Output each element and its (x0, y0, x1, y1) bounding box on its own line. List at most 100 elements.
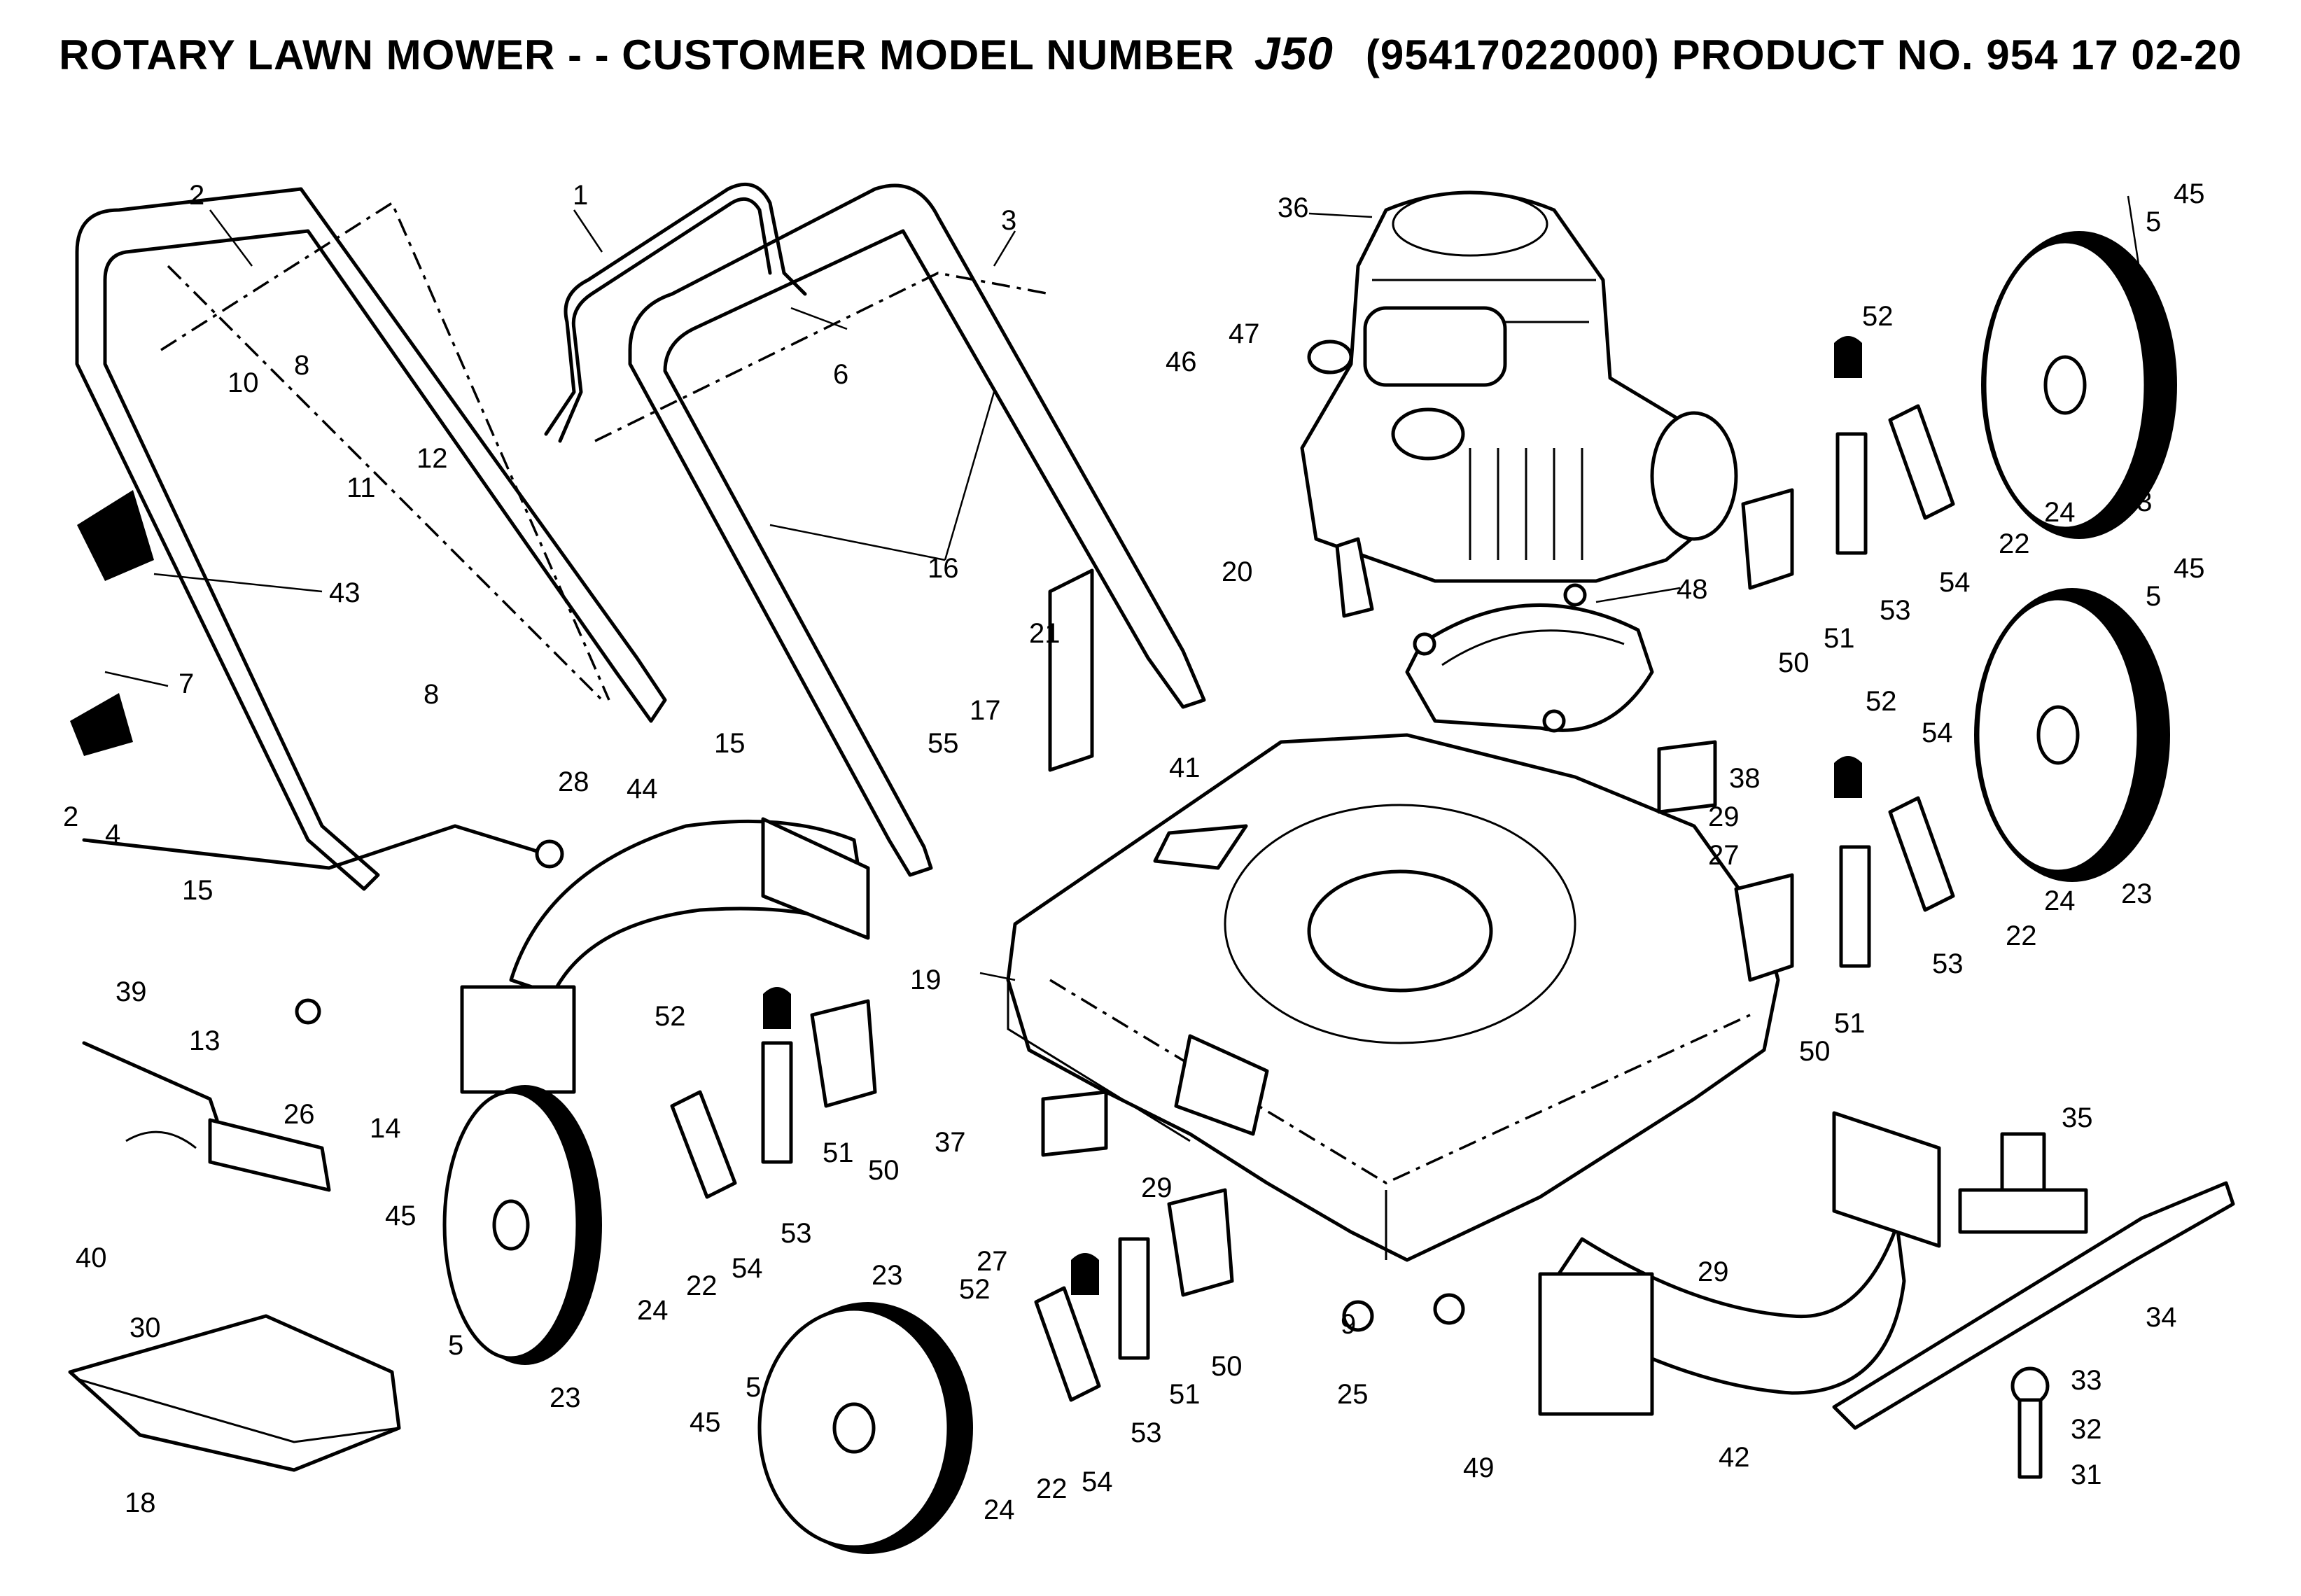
callout-50-d: 50 (1211, 1351, 1243, 1382)
callout-48: 48 (1677, 574, 1708, 605)
callout-4: 4 (105, 819, 120, 850)
callout-54-b: 54 (1922, 718, 1953, 748)
leader-lines (104, 195, 2143, 981)
callout-40: 40 (76, 1242, 107, 1273)
control-bail-part (544, 182, 807, 443)
callout-23-b: 23 (2121, 878, 2153, 909)
callout-45-c: 45 (385, 1200, 417, 1231)
callout-22-c: 22 (686, 1270, 718, 1301)
callout-54-a: 54 (1939, 567, 1971, 598)
callout-52-b: 52 (1866, 686, 1897, 717)
callout-9: 9 (1341, 1309, 1356, 1340)
callout-30: 30 (130, 1312, 161, 1343)
callout-45-a: 45 (2174, 178, 2205, 209)
callout-34: 34 (2146, 1302, 2177, 1333)
callout-26: 26 (284, 1099, 315, 1130)
callout-39: 39 (116, 976, 147, 1007)
deflector-part (1538, 1111, 1941, 1416)
callout-24-d: 24 (984, 1494, 1015, 1525)
callout-8-b: 8 (424, 679, 439, 710)
callout-6: 6 (833, 359, 848, 390)
callout-19: 19 (910, 965, 942, 995)
callout-25: 25 (1337, 1379, 1369, 1410)
callout-29-a: 29 (1708, 802, 1740, 832)
callout-51-a: 51 (1824, 623, 1855, 654)
height-adjuster-front-right (1734, 756, 1955, 982)
height-adjuster-rear-right (1741, 336, 1955, 590)
callout-45-b: 45 (2174, 553, 2205, 584)
callout-16: 16 (928, 553, 959, 584)
callout-3: 3 (1001, 205, 1016, 236)
wheel-rear-right (1981, 231, 2177, 539)
callout-33: 33 (2071, 1365, 2102, 1396)
callout-11: 11 (347, 472, 376, 503)
mulch-plug-part (68, 1314, 401, 1472)
baffle-ring-part (1405, 583, 1654, 733)
callout-51-b: 51 (1834, 1008, 1866, 1039)
height-adjuster-front-left (1034, 1188, 1234, 1402)
callout-51-d: 51 (1169, 1379, 1201, 1410)
wheel-front-left (757, 1302, 973, 1554)
title-suffix: (95417022000) PRODUCT NO. 954 17 02-20 (1365, 31, 2242, 78)
callout-53-c: 53 (781, 1218, 812, 1249)
callout-49: 49 (1463, 1452, 1495, 1483)
callout-2: 2 (189, 180, 204, 211)
callout-54-d: 54 (1082, 1466, 1113, 1497)
wheel-front-right (1974, 588, 2170, 882)
blade-part (1832, 1132, 2235, 1430)
callout-17: 17 (970, 695, 1001, 726)
callout-29-b: 29 (1141, 1172, 1173, 1203)
callout-24-c: 24 (637, 1295, 669, 1326)
callout-23-c: 23 (550, 1382, 581, 1413)
callout-51-c: 51 (823, 1138, 854, 1168)
callout-55: 55 (928, 728, 959, 759)
callout-1: 1 (573, 180, 588, 211)
callout-32: 32 (2071, 1414, 2102, 1445)
callout-45-d: 45 (690, 1407, 721, 1438)
height-adjuster-rear-left (670, 987, 877, 1199)
callout-14: 14 (370, 1113, 401, 1144)
callout-27-a: 27 (1708, 840, 1740, 871)
callout-50-a: 50 (1778, 648, 1810, 678)
callout-44: 44 (627, 774, 658, 804)
callout-5-a: 5 (2146, 206, 2161, 237)
callout-24-b: 24 (2044, 886, 2076, 916)
lower-handle-part (594, 183, 1206, 877)
callout-46: 46 (1166, 346, 1197, 377)
callout-21: 21 (1029, 618, 1061, 649)
callout-35: 35 (2062, 1102, 2093, 1133)
callout-53-a: 53 (1880, 595, 1911, 626)
diagram-title: ROTARY LAWN MOWER - - CUSTOMER MODEL NUM… (0, 27, 2301, 80)
callout-47: 47 (1229, 318, 1260, 349)
callout-37: 37 (935, 1127, 966, 1158)
callout-50-c: 50 (868, 1155, 900, 1186)
callout-5-b: 5 (2146, 581, 2161, 612)
callout-22-a: 22 (1999, 528, 2030, 559)
callout-29-c: 29 (1698, 1256, 1729, 1287)
rear-shield-part (460, 817, 870, 1094)
callout-41: 41 (1169, 752, 1201, 783)
callout-42: 42 (1719, 1442, 1750, 1473)
callout-12: 12 (417, 443, 448, 474)
engine-part (1300, 190, 1738, 583)
callout-8-a: 8 (294, 350, 309, 381)
callout-52-a: 52 (1862, 301, 1894, 332)
callout-23-d: 23 (872, 1260, 903, 1291)
title-prefix: ROTARY LAWN MOWER - - CUSTOMER MODEL NUM… (59, 31, 1235, 78)
callout-50-b: 50 (1799, 1036, 1831, 1067)
part-callouts: 1 2 2 3 4 5 5 5 5 6 7 8 8 9 10 11 12 13 … (63, 178, 2205, 1525)
callout-31: 31 (2071, 1460, 2102, 1490)
mower-deck-part (1006, 733, 1780, 1262)
callout-13: 13 (189, 1026, 221, 1056)
callout-15-a: 15 (714, 728, 746, 759)
callout-10: 10 (228, 368, 259, 398)
title-model: J50 (1254, 27, 1334, 79)
upper-handle-part (75, 187, 667, 891)
callout-22-b: 22 (2006, 920, 2037, 951)
callout-22-d: 22 (1036, 1474, 1068, 1504)
wheel-rear-left (442, 1085, 602, 1365)
callout-24-a: 24 (2044, 497, 2076, 528)
callout-52-c: 52 (655, 1001, 686, 1032)
small-hardware (70, 490, 2050, 1479)
